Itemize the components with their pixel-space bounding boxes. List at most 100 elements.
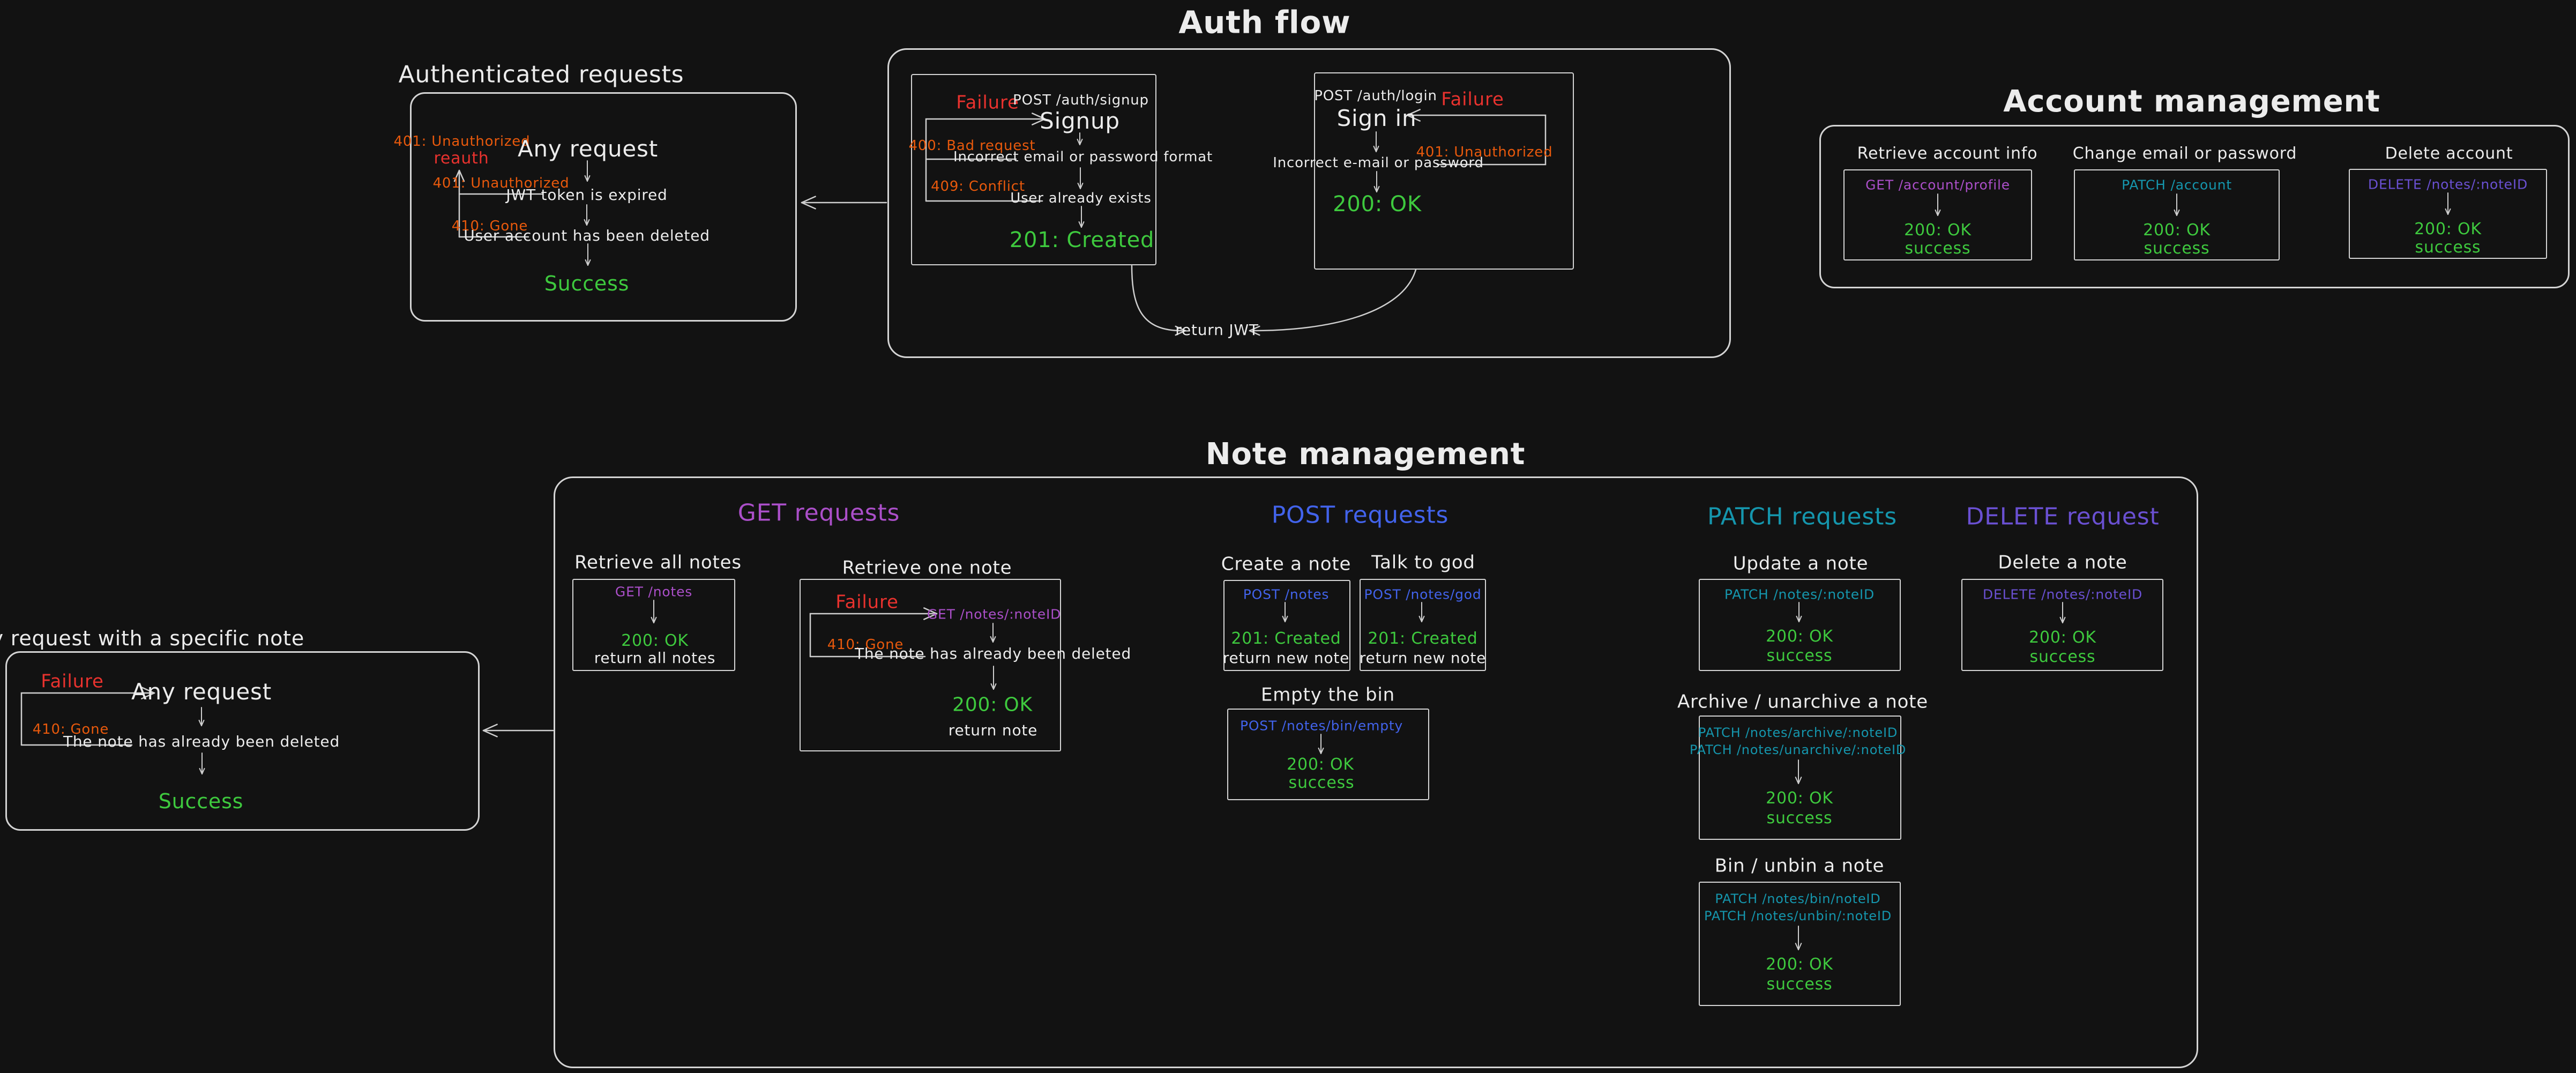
status-200-ok-bin: 200: OK: [1766, 955, 1833, 974]
title-auth-flow: Auth flow: [1178, 4, 1351, 41]
status-401-unauthorized-signin: 401: Unauthorized: [1416, 144, 1553, 161]
label-note-failure: Failure: [41, 670, 104, 692]
url-delete-note-id: DELETE /notes/:noteID: [1982, 586, 2143, 602]
url-get-account-profile: GET /account/profile: [1865, 177, 2010, 193]
url-post-auth-login: POST /auth/login: [1314, 88, 1437, 105]
authflow-to-authenticated-arrowhead: [801, 202, 816, 210]
label-incorrect-email-format: Incorrect email or password format: [953, 149, 1213, 166]
label-success-bin: success: [1766, 974, 1833, 994]
node-any-request-auth: Any request: [517, 135, 659, 162]
label-signup-failure: Failure: [956, 92, 1019, 114]
status-200-ok-delete-account: 200: OK: [2414, 219, 2482, 239]
label-success-account: success: [2144, 239, 2210, 258]
header-get-requests: GET requests: [737, 499, 900, 527]
status-200-ok-update: 200: OK: [1766, 627, 1833, 646]
title-authenticated-requests: Authenticated requests: [398, 61, 684, 88]
status-200-ok-archive: 200: OK: [1766, 788, 1833, 808]
url-post-auth-signup: POST /auth/signup: [1013, 92, 1149, 109]
label-reauth: reauth: [434, 148, 489, 168]
status-200-ok-all-notes: 200: OK: [621, 631, 689, 650]
heading-retrieve-account-info: Retrieve account info: [1857, 144, 2038, 163]
notemgmt-to-anyrequest-arrowhead: [482, 724, 498, 732]
url-patch-note-id: PATCH /notes/:noteID: [1724, 586, 1875, 602]
status-410-gone-note: 410: Gone: [32, 721, 109, 738]
url-patch-bin: PATCH /notes/bin/noteID: [1715, 891, 1881, 907]
label-note-already-deleted-get: The note has already been deleted: [854, 644, 1132, 662]
create-note-box: [1223, 580, 1350, 671]
retrieve-all-notes-box: [572, 579, 735, 671]
status-200-ok-delete-note: 200: OK: [2029, 628, 2096, 647]
status-401-unauthorized-reauth: 401: Unauthorized: [393, 133, 531, 150]
authenticated-requests-container: [410, 92, 797, 322]
signup-box: [911, 74, 1156, 265]
status-410-gone-one-note: 410: Gone: [827, 637, 904, 653]
authflow-to-authenticated-arrowhead: [801, 196, 816, 204]
bin-unbin-box: [1699, 882, 1901, 1006]
url-get-notes: GET /notes: [615, 584, 693, 600]
heading-bin-unbin: Bin / unbin a note: [1714, 855, 1885, 877]
label-success-archive: success: [1766, 808, 1833, 828]
archive-unarchive-box: [1699, 716, 1901, 840]
heading-talk-to-god: Talk to god: [1371, 552, 1475, 573]
url-patch-archive: PATCH /notes/archive/:noteID: [1698, 725, 1898, 741]
delete-account-box: [2349, 169, 2547, 259]
title-account-management: Account management: [2003, 84, 2380, 119]
delete-note-box: [1961, 579, 2163, 671]
update-note-box: [1699, 579, 1901, 671]
node-sign-in: Sign in: [1336, 105, 1417, 131]
heading-retrieve-all-notes: Retrieve all notes: [574, 552, 742, 573]
header-delete-request: DELETE request: [1966, 503, 2160, 531]
node-any-request-note: Any request: [131, 678, 272, 705]
url-patch-account: PATCH /account: [2122, 177, 2232, 193]
title-any-request-specific-note: Any request with a specific note: [0, 627, 305, 651]
account-management-container: [1819, 125, 2570, 288]
heading-archive-unarchive: Archive / unarchive a note: [1677, 691, 1929, 713]
label-return-jwt: return JWT: [1175, 321, 1259, 339]
status-200-ok-profile: 200: OK: [1904, 220, 1972, 240]
url-post-notes-god: POST /notes/god: [1364, 586, 1482, 602]
status-201-created-note: 201: Created: [1231, 629, 1341, 648]
heading-retrieve-one-note: Retrieve one note: [842, 557, 1012, 579]
status-200-ok-empty-bin: 200: OK: [1287, 755, 1354, 774]
any-request-note-container: [5, 651, 480, 831]
url-get-note-id: GET /notes/:noteID: [927, 606, 1062, 622]
label-success-update: success: [1766, 646, 1833, 665]
label-incorrect-email-password: Incorrect e-mail or password: [1273, 155, 1484, 172]
title-note-management: Note management: [1205, 436, 1526, 472]
label-success-profile: success: [1905, 239, 1971, 258]
url-post-notes-bin-empty: POST /notes/bin/empty: [1240, 718, 1403, 734]
status-200-ok-one-note: 200: OK: [952, 694, 1033, 716]
heading-update-note: Update a note: [1733, 553, 1869, 575]
status-401-unauthorized-jwt: 401: Unauthorized: [432, 175, 570, 192]
heading-change-email-password: Change email or password: [2072, 144, 2297, 163]
label-success-auth: Success: [544, 272, 630, 296]
retrieve-one-note-box: [800, 579, 1061, 751]
note-management-container: [554, 476, 2198, 1068]
url-patch-unbin: PATCH /notes/unbin/:noteID: [1704, 908, 1892, 924]
url-post-notes: POST /notes: [1243, 586, 1330, 602]
status-200-ok-signin: 200: OK: [1333, 192, 1422, 217]
empty-bin-box: [1227, 709, 1429, 800]
label-return-all-notes: return all notes: [594, 649, 716, 667]
url-delete-account: DELETE /notes/:noteID: [2368, 176, 2528, 192]
heading-empty-the-bin: Empty the bin: [1260, 684, 1395, 706]
label-user-account-deleted: User account has been deleted: [464, 226, 710, 244]
status-410-gone-auth: 410: Gone: [451, 218, 528, 235]
label-success-delete-note: success: [2029, 647, 2096, 666]
heading-delete-account: Delete account: [2385, 144, 2513, 163]
heading-delete-note: Delete a note: [1998, 552, 2127, 573]
talk-to-god-box: [1360, 579, 1486, 671]
status-201-created-god: 201: Created: [1368, 629, 1478, 648]
notemgmt-to-anyrequest-arrowhead: [482, 729, 498, 737]
label-signin-failure: Failure: [1441, 88, 1504, 110]
label-return-new-note: return new note: [1222, 649, 1350, 667]
label-success-delete-account: success: [2415, 237, 2481, 257]
header-patch-requests: PATCH requests: [1707, 503, 1897, 531]
label-success-empty-bin: success: [1288, 773, 1355, 792]
status-400-bad-request: 400: Bad request: [908, 138, 1036, 154]
heading-create-note: Create a note: [1221, 553, 1352, 575]
label-return-new-note-god: return new note: [1359, 649, 1487, 667]
label-user-already-exists: User already exists: [1010, 190, 1152, 207]
label-success-note: Success: [158, 789, 244, 814]
